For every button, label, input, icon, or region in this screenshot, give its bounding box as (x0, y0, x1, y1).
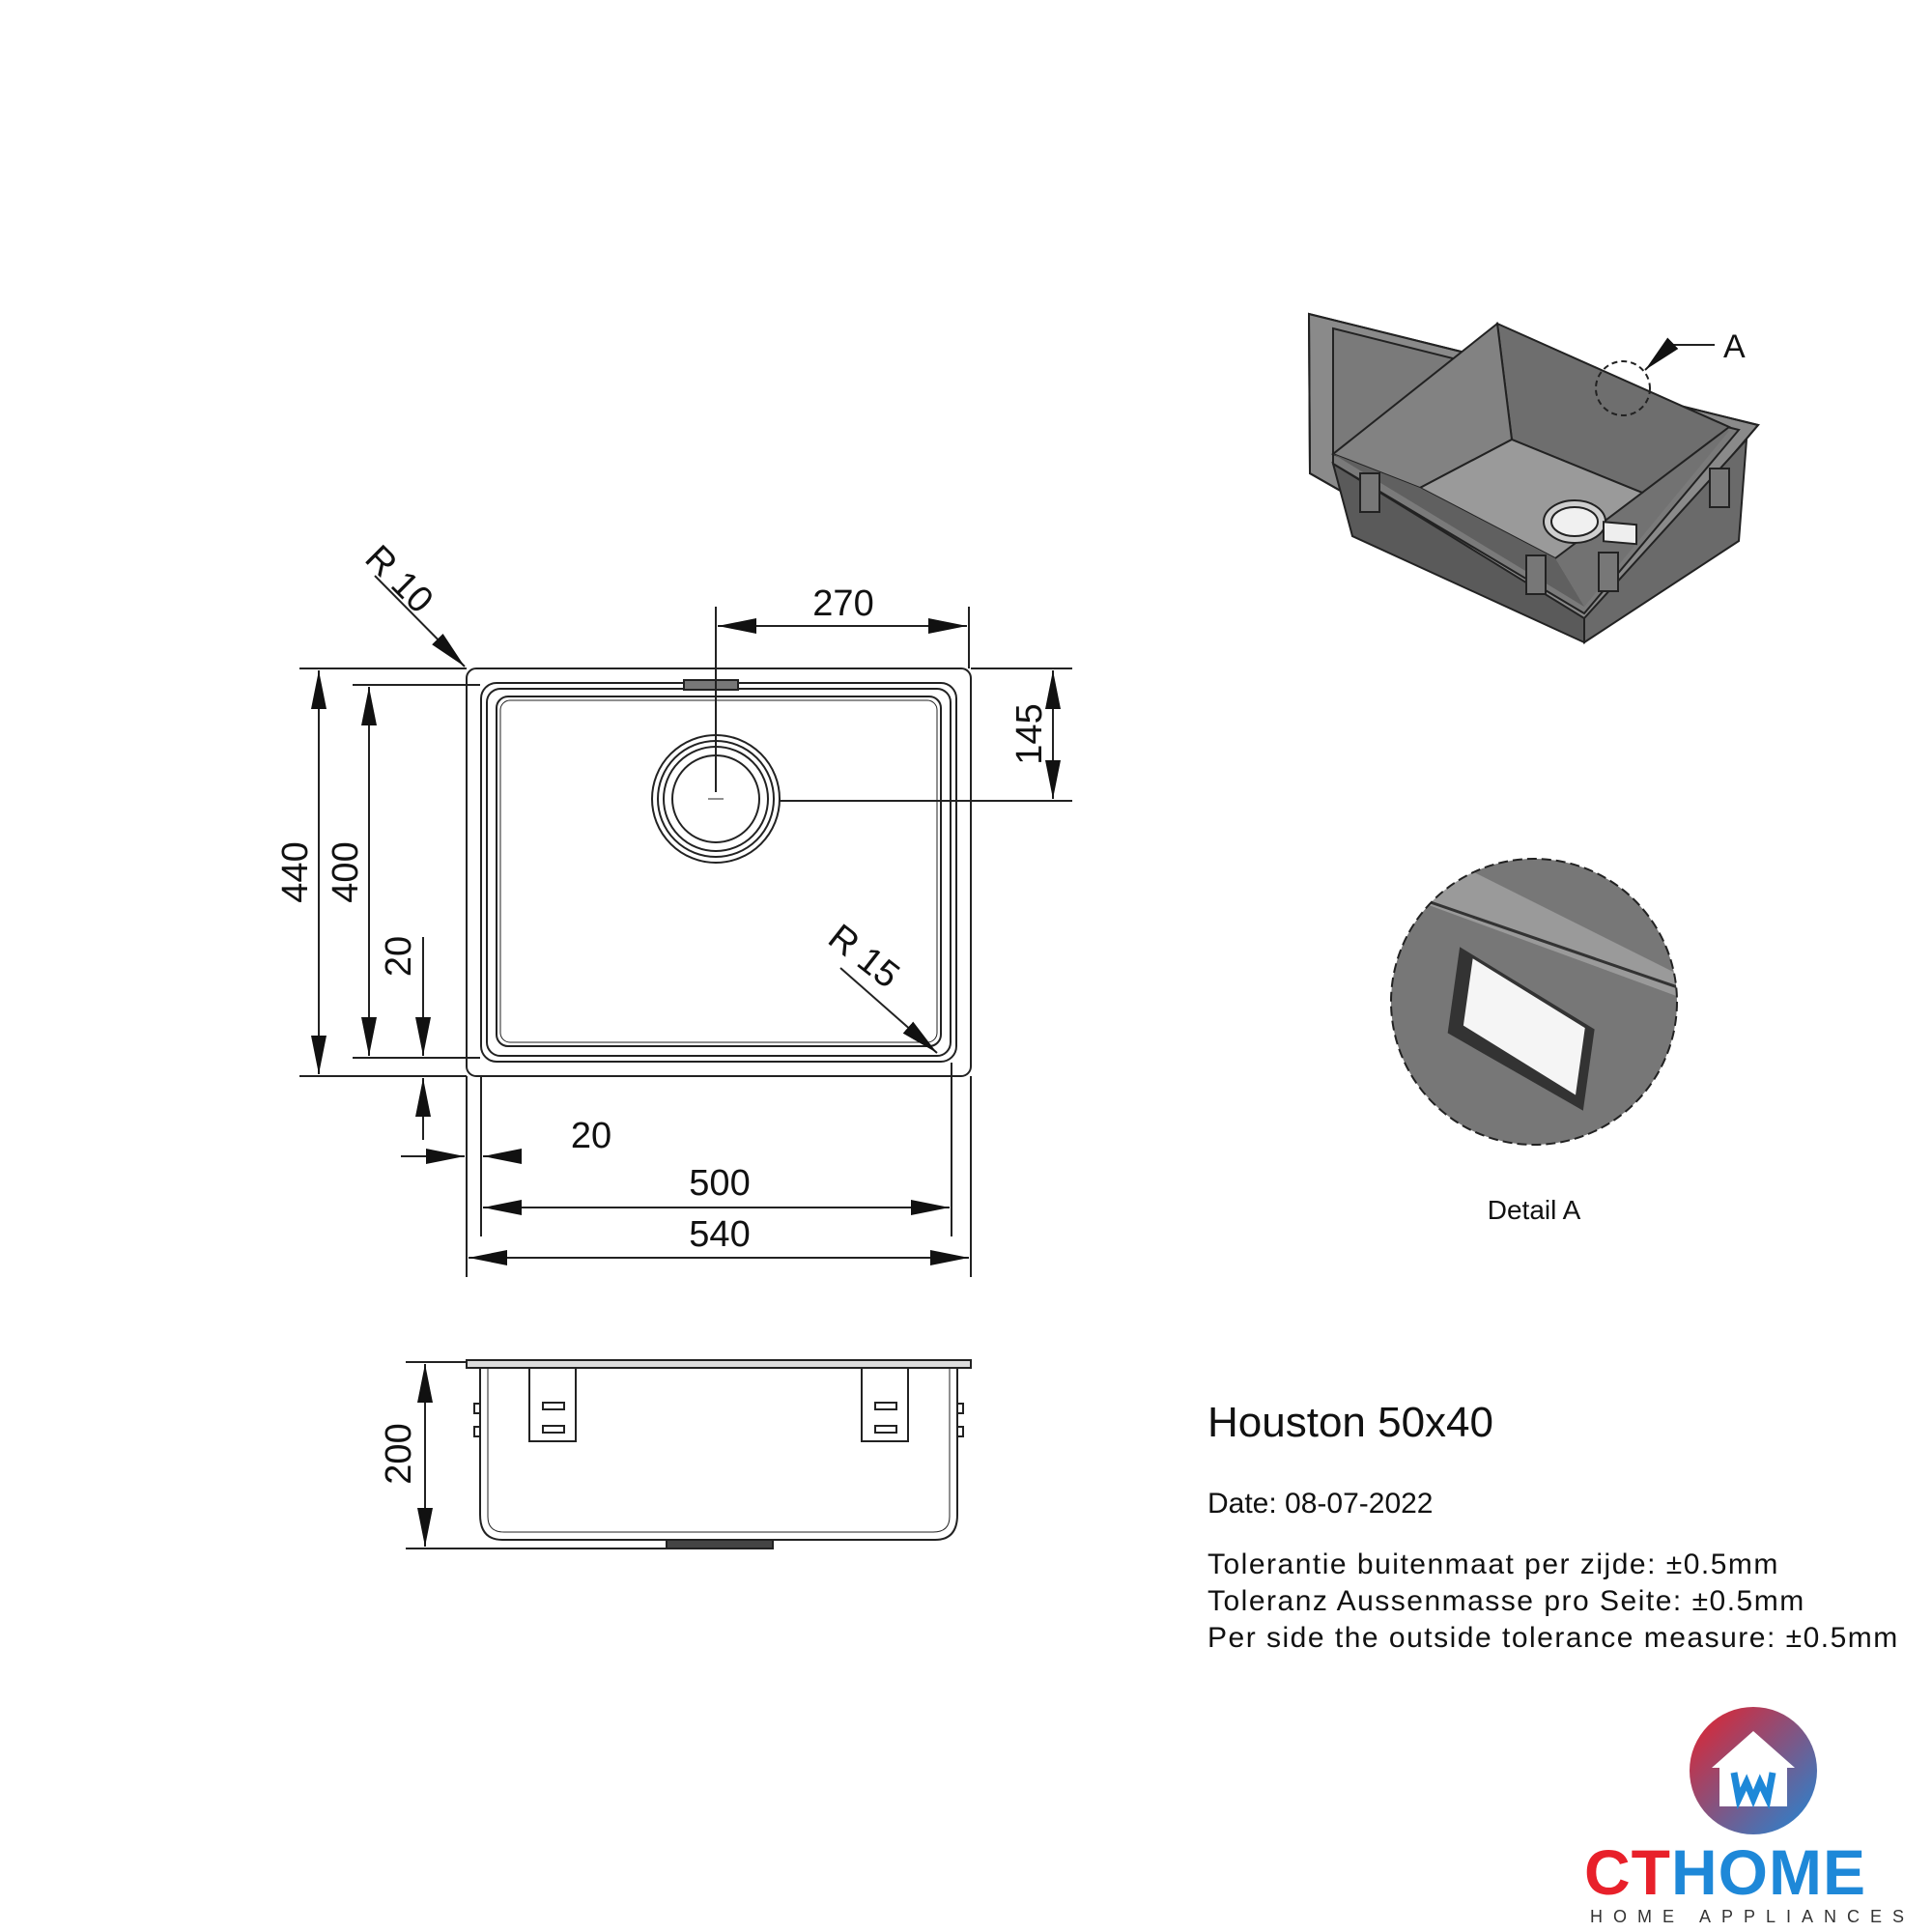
logo-subtitle: HOME APPLIANCES (1590, 1907, 1916, 1926)
dim-270: 270 (812, 583, 873, 624)
detail-a-overflow-view (1390, 858, 1678, 1146)
cthome-logo-wordmark: CTHOME (1584, 1840, 1866, 1904)
dim-500: 500 (689, 1163, 750, 1204)
sink-side-view (466, 1359, 972, 1549)
drawing-date: Date: 08-07-2022 (1208, 1488, 1434, 1520)
dim-r10: R 10 (357, 538, 440, 621)
sink-3d-view (1307, 312, 1760, 644)
product-title: Houston 50x40 (1208, 1399, 1493, 1446)
detail-a-indicator-circle (1595, 360, 1651, 416)
logo-ct: CT (1584, 1836, 1671, 1908)
dim-440: 440 (275, 841, 316, 902)
cthome-house-logo-icon (1690, 1707, 1817, 1834)
dimension-lines (299, 575, 1072, 1549)
detail-a-arrow (1644, 337, 1679, 371)
tolerance-dutch: Tolerantie buitenmaat per zijde: ±0.5mm (1208, 1548, 1779, 1580)
tolerance-english: Per side the outside tolerance measure: … (1208, 1622, 1899, 1654)
logo-home: HOME (1670, 1836, 1866, 1908)
sink-top-view (466, 668, 972, 1077)
dim-20-horizontal: 20 (571, 1116, 611, 1156)
dim-145: 145 (1009, 703, 1050, 764)
detail-marker-a: A (1723, 328, 1746, 365)
detail-a-caption: Detail A (1488, 1195, 1581, 1225)
dim-400: 400 (326, 841, 366, 902)
dim-r15: R 15 (820, 917, 906, 997)
dim-20-vertical: 20 (379, 936, 419, 977)
dim-540: 540 (689, 1214, 750, 1255)
tolerance-german: Toleranz Aussenmasse pro Seite: ±0.5mm (1208, 1585, 1805, 1617)
dim-200: 200 (379, 1423, 419, 1484)
